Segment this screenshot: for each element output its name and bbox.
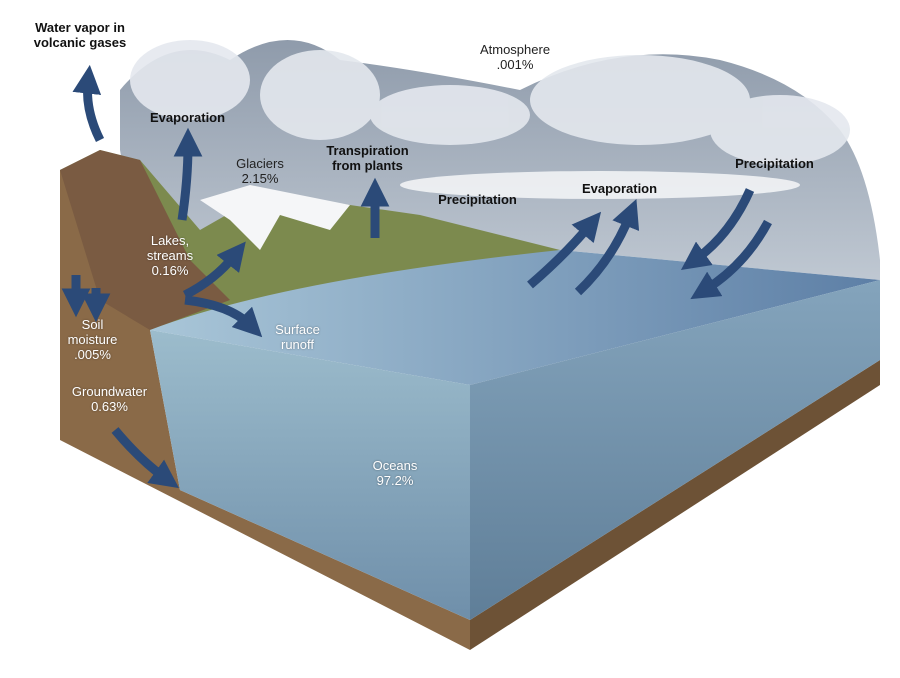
label-evaporation-land: Evaporation	[149, 110, 226, 125]
arrow-volcanic-vapor	[72, 64, 105, 143]
arrow-evaporation-ocean-1	[527, 211, 602, 289]
label-water-vapor: Water vapor in volcanic gases	[33, 20, 127, 50]
glacier	[200, 185, 350, 250]
soil-left-face	[60, 170, 470, 650]
arrow-precipitation-2	[690, 219, 772, 300]
arrow-precipitation-1	[680, 188, 755, 271]
ocean-right-face	[470, 280, 880, 620]
arrow-runoff	[184, 295, 263, 338]
arrow-groundwater	[111, 427, 180, 489]
clouds	[130, 40, 850, 199]
label-precipitation-ocean: Precipitation	[735, 156, 814, 171]
label-surface-runoff: Surface runoff	[275, 322, 320, 352]
arrow-evaporation-land	[173, 127, 203, 221]
volcano	[60, 150, 230, 330]
label-atmosphere: Atmosphere.001%	[479, 42, 551, 72]
label-precipitation-land: Precipitation	[438, 192, 517, 207]
soil-bottom-layer	[470, 360, 880, 650]
label-soil-moisture: Soil moisture.005%	[67, 317, 118, 362]
arrow-lakes-up	[182, 241, 246, 300]
label-transpiration: Transpiration from plants	[326, 143, 409, 173]
label-evaporation-ocean: Evaporation	[581, 181, 658, 196]
arrow-evaporation-ocean-2	[574, 198, 640, 296]
ocean-left-face	[150, 330, 470, 620]
